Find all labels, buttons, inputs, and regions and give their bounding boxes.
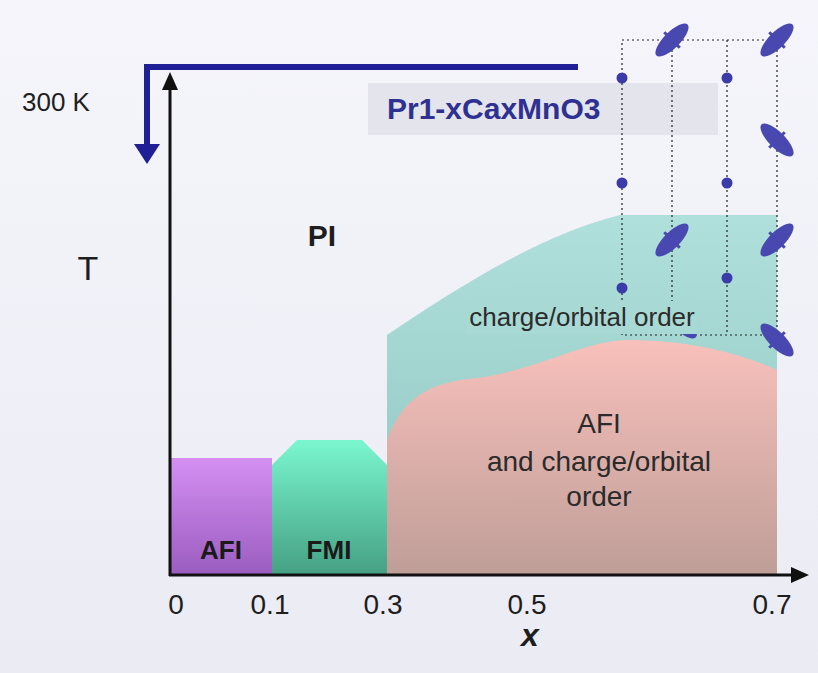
orbital-symbol <box>754 217 801 264</box>
axis-title: x <box>521 618 539 653</box>
orbital-cross <box>769 232 785 248</box>
region-label: and charge/orbital order <box>456 444 742 514</box>
orbital-cross <box>672 314 688 330</box>
orbital-symbol <box>649 217 696 264</box>
tick-label: 0.3 <box>364 590 403 621</box>
axis-label: T <box>78 250 99 287</box>
mn-site-dot <box>617 73 628 84</box>
orbital-cross <box>769 132 785 148</box>
axis-label: PI <box>308 219 336 252</box>
tick-label: 0.5 <box>508 590 547 621</box>
unit-cell-outline <box>622 40 777 335</box>
orbital-lobe <box>756 219 798 261</box>
mn-site-dot <box>722 178 733 189</box>
orbital-lobe <box>756 119 798 161</box>
orbital-lobe <box>651 19 693 61</box>
region-label: charge/orbital order <box>466 301 697 334</box>
x-axis <box>169 574 795 577</box>
orbital-cross <box>664 32 680 48</box>
orbital-cross <box>664 232 680 248</box>
orbital-lobe <box>651 219 693 261</box>
orbital-cross <box>769 32 785 48</box>
orbital-symbol <box>649 17 696 64</box>
orbital-lobe <box>756 19 798 61</box>
orbital-lobe <box>659 301 701 343</box>
mn-site-dot <box>722 73 733 84</box>
tick-label: 0.7 <box>753 590 792 621</box>
region-fill <box>387 215 777 575</box>
region-fill <box>272 440 387 575</box>
cooling-arrowhead <box>134 144 160 164</box>
mn-site-dot <box>617 178 628 189</box>
orbital-symbol <box>657 299 704 346</box>
phase-region: AFI <box>170 458 272 575</box>
title-panel: Pr1-xCaxMnO3 <box>368 83 718 135</box>
tick-label: 0 <box>168 590 184 621</box>
chart-title: Pr1-xCaxMnO3 <box>385 92 602 125</box>
region-fill <box>170 458 272 575</box>
orbital-symbol <box>754 317 801 364</box>
orbital-symbol <box>754 117 801 164</box>
region-label: FMI <box>304 534 355 567</box>
mn-site-dot <box>722 273 733 284</box>
mn-site-dot <box>617 283 628 294</box>
cooling-arrow <box>147 67 578 146</box>
orbital-lobe <box>756 319 798 361</box>
x-axis-arrowhead <box>791 567 809 583</box>
phase-region: AFIand charge/orbital order <box>387 340 777 575</box>
region-label: AFI <box>197 534 245 567</box>
orbital-cross <box>769 332 785 348</box>
region-fill <box>387 340 777 575</box>
tick-label: 0.1 <box>251 590 290 621</box>
phase-region: FMI <box>272 440 387 575</box>
y-axis-arrowhead <box>162 72 178 90</box>
region-label: AFI <box>574 406 624 441</box>
y-axis <box>169 86 172 576</box>
axis-label: 300 K <box>22 88 90 117</box>
orbital-symbol <box>754 17 801 64</box>
unit-cell-line <box>671 40 672 335</box>
